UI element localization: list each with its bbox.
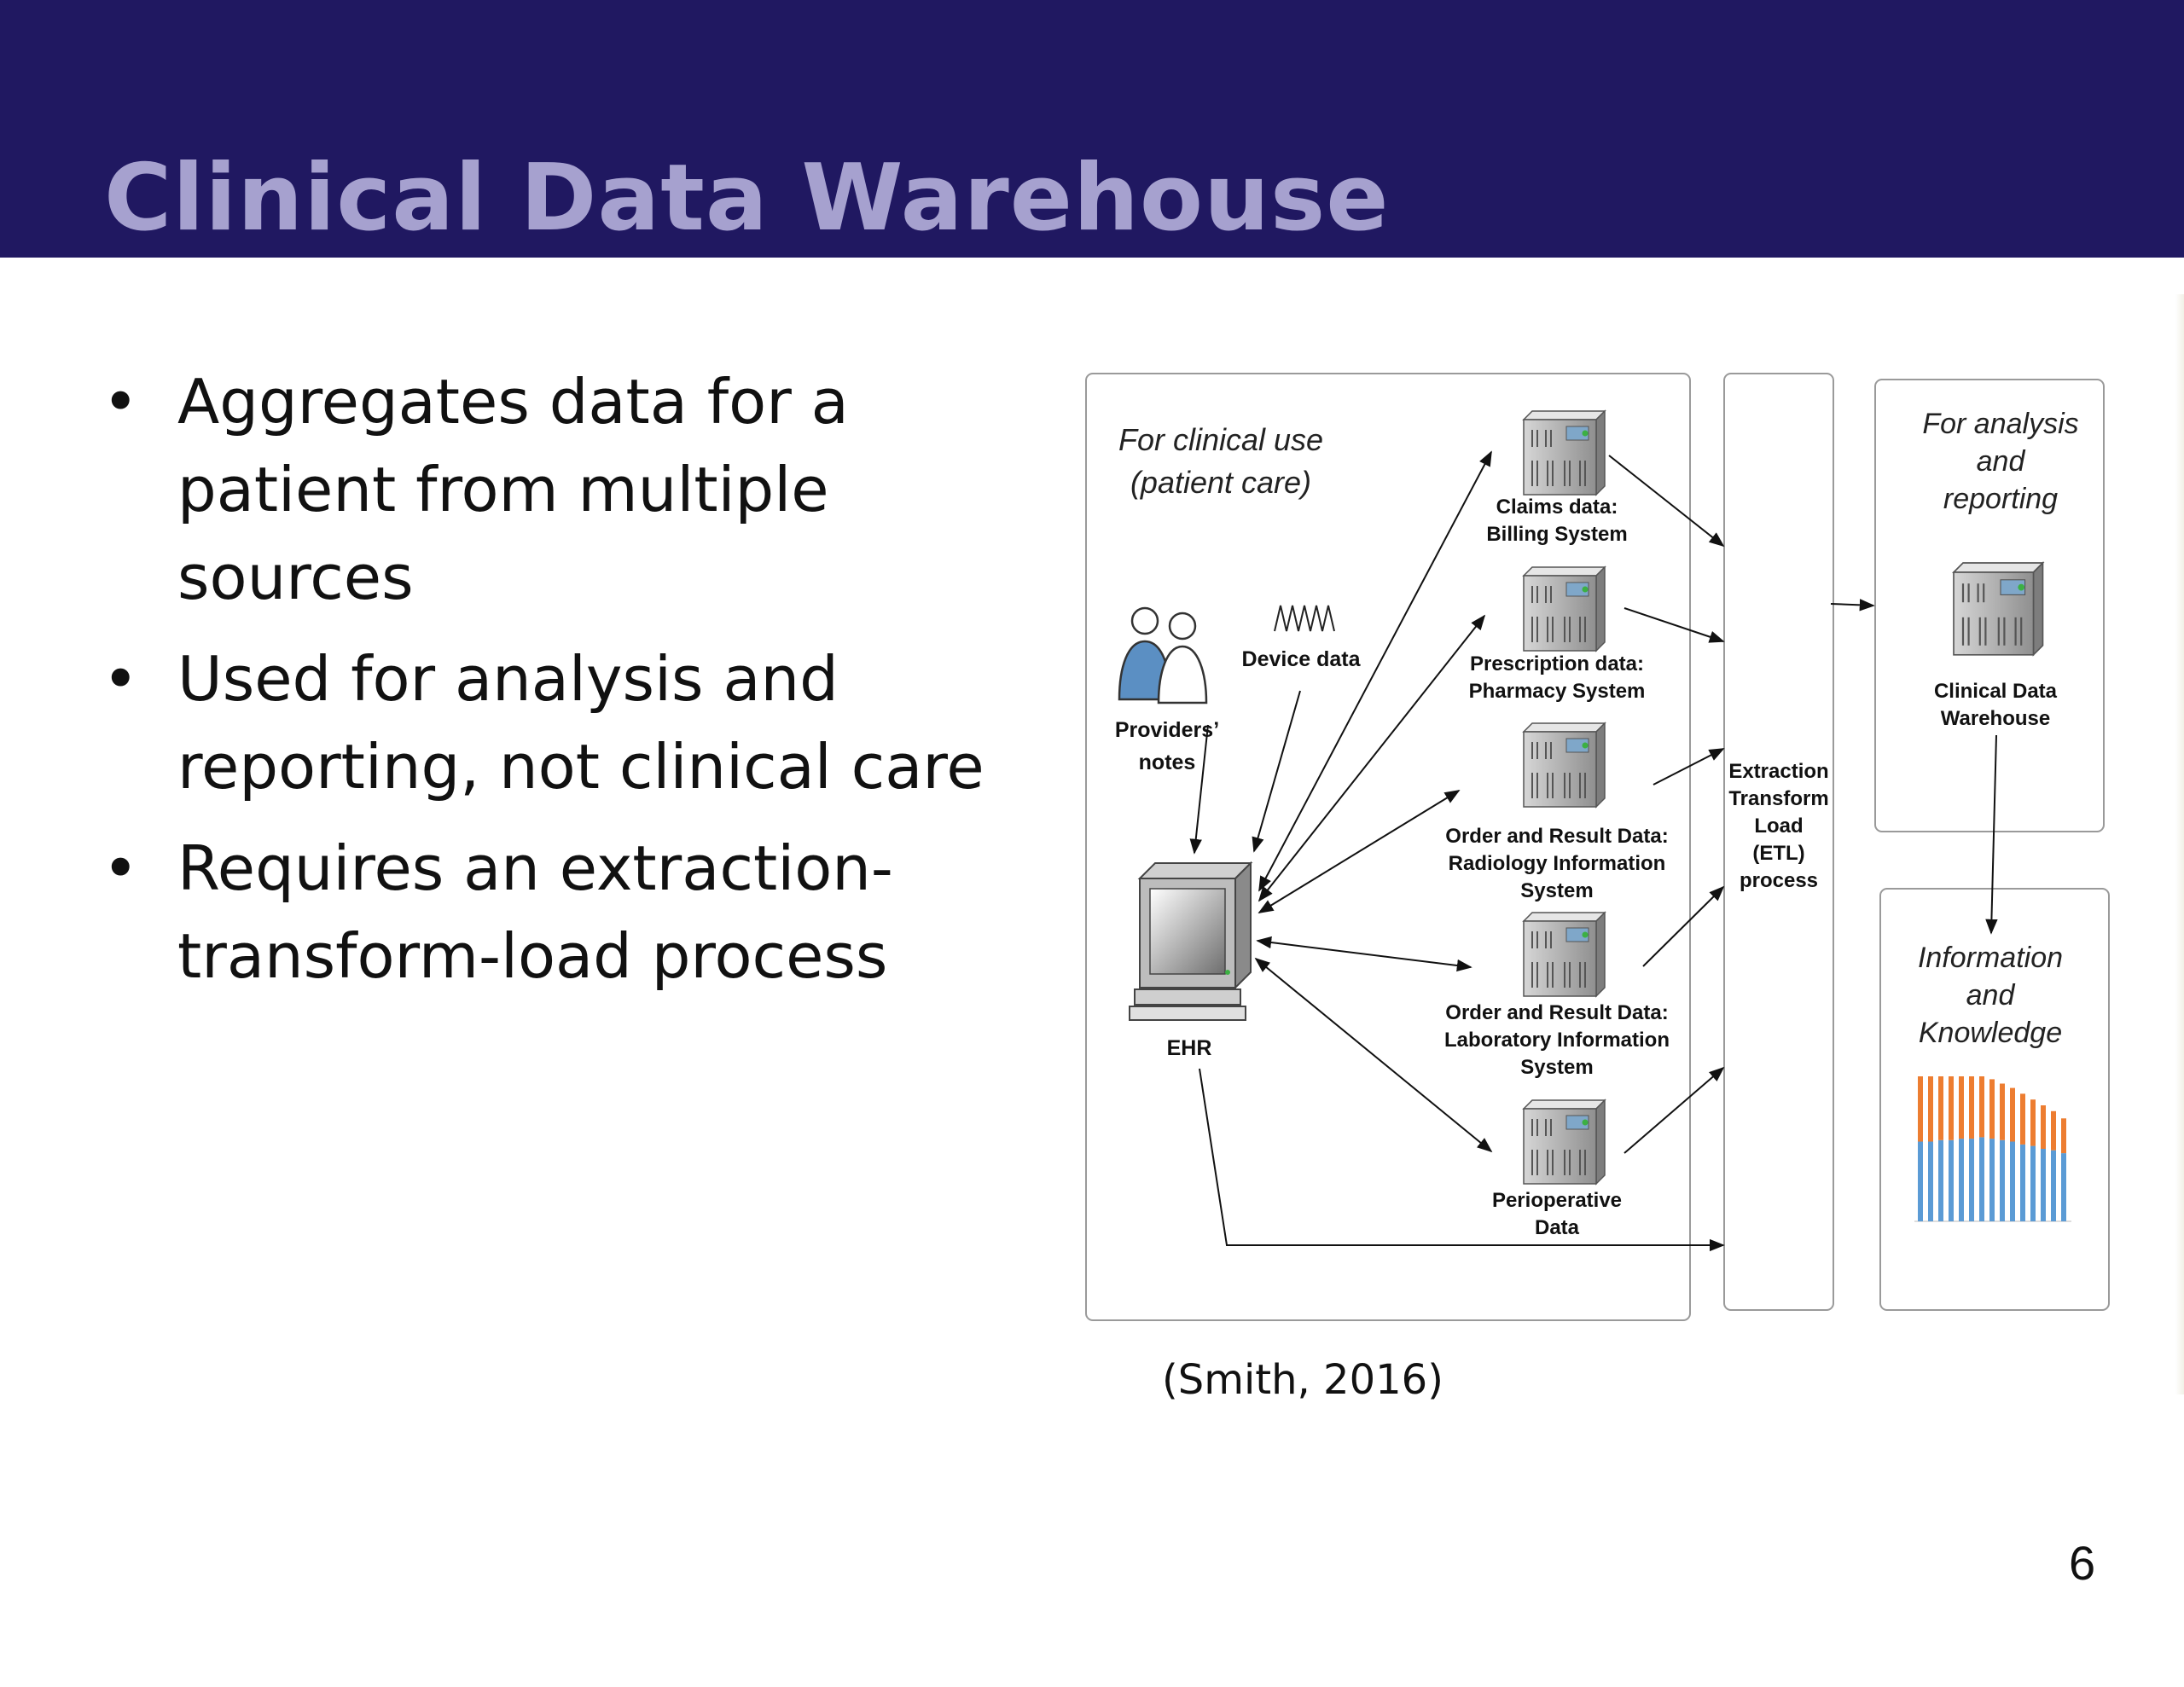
arrow-radiology-to-etl [1653, 748, 1725, 786]
mini-chart-bar-upper [1959, 1076, 1964, 1139]
mini-chart-bar-upper [2030, 1099, 2036, 1146]
prescription-label: Prescription data:Pharmacy System [1469, 652, 1646, 703]
billing-server-icon [1523, 410, 1606, 496]
bullet-list: • Aggregates data for a patient from mult… [94, 358, 1041, 1014]
arrow-ehr-laboratory [1256, 936, 1472, 972]
radiology-server-icon [1523, 722, 1606, 808]
providers-icon [1118, 606, 1208, 704]
arrow-ehr-to-etl [1199, 1068, 1725, 1252]
bullet-item: • Used for analysis and reporting, not cl… [94, 635, 1041, 811]
clinical-use-label: For clinical use(patient care) [1118, 422, 1323, 500]
mini-chart-bar-lower [2020, 1144, 2025, 1221]
mini-chart-bar-lower [2000, 1139, 2005, 1221]
mini-chart-bar-upper [2041, 1105, 2046, 1149]
mini-chart-bar-lower [2051, 1150, 2056, 1221]
mini-chart-bar-lower [1918, 1141, 1923, 1221]
mini-chart-bar-upper [1918, 1076, 1923, 1142]
laboratory-label: Order and Result Data:Laboratory Informa… [1444, 1001, 1670, 1079]
page-number: 6 [2069, 1536, 2096, 1590]
pharmacy-server-icon [1523, 566, 1606, 652]
bullet-text: Used for analysis and reporting, not cli… [177, 643, 985, 803]
perioperative-server-icon [1523, 1099, 1606, 1185]
bullet-text: Requires an extraction-transform-load pr… [177, 832, 893, 992]
citation: (Smith, 2016) [1162, 1356, 1443, 1404]
bullet-item: • Aggregates data for a patient from mult… [94, 358, 1041, 622]
slide-edge-shadow [2175, 294, 2184, 1394]
mini-chart-bar-lower [1959, 1139, 1964, 1221]
mini-chart-bar-upper [2061, 1118, 2066, 1154]
mini-chart-bar-upper [1938, 1076, 1943, 1140]
arrow-warehouse-to-information [1985, 734, 1998, 935]
device-data-label: Device data [1242, 647, 1362, 671]
arrow-etl-to-warehouse [1830, 599, 1875, 612]
arrow-ehr-perioperative [1254, 957, 1493, 1153]
claims-label: Claims data:Billing System [1486, 496, 1627, 546]
mini-chart-bar-upper [2020, 1093, 2025, 1145]
mini-chart-bar-lower [1979, 1137, 1984, 1221]
bullet-item: • Requires an extraction-transform-load p… [94, 825, 1041, 1000]
mini-chart-bar-upper [2000, 1083, 2005, 1140]
arrow-prescription-to-etl [1623, 607, 1725, 643]
mini-chart-bar-lower [2061, 1153, 2066, 1221]
analysis-panel [1874, 379, 2105, 832]
information-panel [1879, 888, 2110, 1311]
mini-chart-bar-upper [1979, 1076, 1984, 1138]
mini-chart-bar-upper [2051, 1110, 2056, 1151]
arrow-claims-to-etl [1608, 455, 1725, 548]
radiology-label: Order and Result Data:Radiology Informat… [1445, 825, 1668, 902]
mini-chart-bar-lower [1969, 1139, 1974, 1221]
bullet-text: Aggregates data for a patient from multi… [177, 366, 849, 613]
mini-chart-bar-lower [2010, 1141, 2015, 1221]
bullet-marker: • [102, 832, 139, 904]
mini-chart-bar-upper [2010, 1087, 2015, 1142]
warehouse-server-icon [1952, 561, 2044, 656]
arrow-notes-to-ehr [1189, 724, 1209, 855]
slide-title: Clinical Data Warehouse [104, 145, 1390, 252]
clinical-data-flow-diagram: For clinical use(patient care) Providers… [1082, 367, 2114, 1330]
laboratory-server-icon [1523, 912, 1606, 997]
title-bar [0, 0, 2184, 258]
mini-chart-bar-upper [1969, 1076, 1974, 1139]
ehr-label: EHR [1167, 1036, 1212, 1060]
mini-chart-bar-lower [1938, 1139, 1943, 1221]
providers-notes-label: Providers’notes [1115, 718, 1219, 774]
waveform-icon [1274, 605, 1335, 632]
clinical-use-panel [1085, 373, 1691, 1321]
mini-chart-bar-lower [1949, 1139, 1954, 1221]
mini-chart-bar-lower [2030, 1145, 2036, 1221]
mini-chart-bar-lower [1989, 1139, 1995, 1221]
mini-chart-bar-lower [1928, 1141, 1933, 1221]
bullet-marker: • [102, 643, 139, 715]
bullet-marker: • [102, 366, 139, 438]
mini-chart-bar-upper [1989, 1079, 1995, 1139]
mini-chart-bar-upper [1928, 1076, 1933, 1142]
mini-bar-chart [1914, 1076, 2071, 1222]
etl-panel [1723, 373, 1834, 1311]
computer-icon [1129, 861, 1253, 1021]
mini-chart-bar-upper [1949, 1076, 1954, 1140]
arrow-laboratory-to-etl [1642, 885, 1725, 967]
arrow-ehr-radiology [1258, 790, 1461, 913]
mini-chart-bar-lower [2041, 1149, 2046, 1221]
arrow-perioperative-to-etl [1623, 1066, 1725, 1154]
